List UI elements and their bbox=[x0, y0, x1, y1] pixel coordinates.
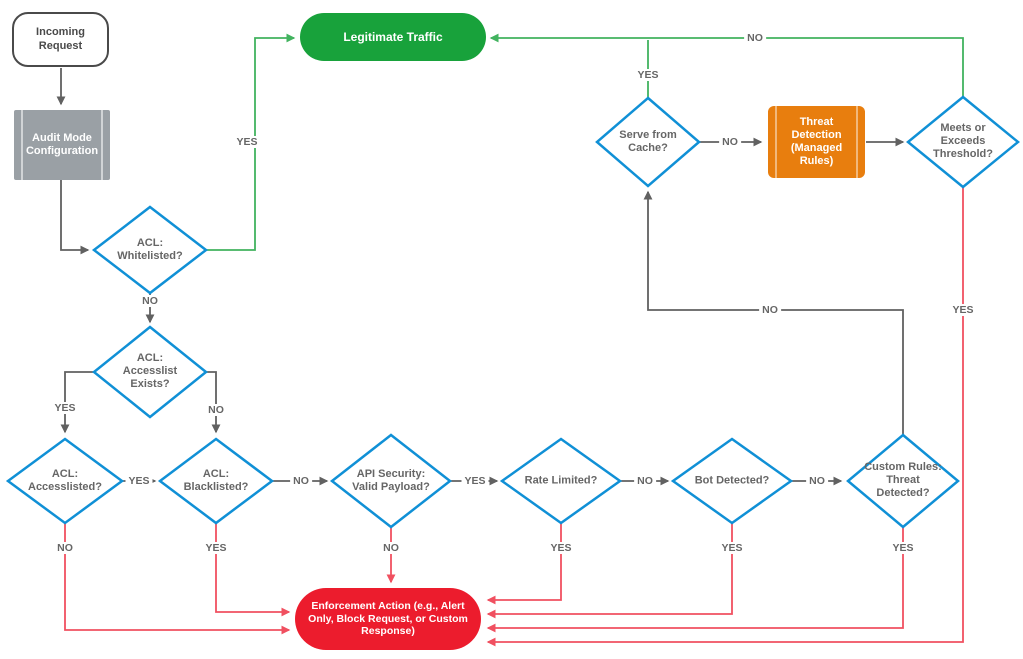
node-api-security-label: API Security: Valid Payload? bbox=[352, 467, 430, 493]
edge-label-accesslisted-yes: YES bbox=[125, 475, 153, 487]
edge-label-serve-from-cache-no: NO bbox=[719, 136, 741, 148]
diamond-meets-threshold bbox=[906, 95, 1020, 189]
edge-threshold-yes bbox=[486, 187, 964, 647]
edge-threshold-no bbox=[489, 33, 964, 97]
edge-label-custom-rules-yes: YES bbox=[889, 542, 917, 554]
edge-label-bot-detected-yes: YES bbox=[718, 542, 746, 554]
node-enforcement-action: Enforcement Action (e.g., Alert Only, Bl… bbox=[295, 588, 481, 650]
node-acl-accesslisted-label: ACL: Accesslisted? bbox=[28, 467, 102, 493]
node-meets-threshold-label: Meets or Exceeds Threshold? bbox=[933, 122, 993, 161]
edge-label-blacklisted-no: NO bbox=[290, 475, 312, 487]
edge-label-blacklisted-yes: YES bbox=[202, 542, 230, 554]
edge-label-bot-detected-no: NO bbox=[806, 475, 828, 487]
edge-rate-limited-yes bbox=[486, 523, 562, 605]
node-incoming-request-label: Incoming Request bbox=[36, 26, 85, 52]
node-legitimate-traffic-label: Legitimate Traffic bbox=[343, 29, 443, 44]
diamond-serve-from-cache bbox=[595, 96, 701, 188]
diamond-acl-accesslist-exists bbox=[92, 325, 208, 419]
edge-accesslisted-no bbox=[64, 523, 291, 635]
node-enforcement-action-label: Enforcement Action (e.g., Alert Only, Bl… bbox=[308, 600, 468, 638]
edge-blacklisted-yes bbox=[215, 523, 291, 617]
edge-accesslist-exists-no bbox=[205, 371, 221, 434]
diamond-acl-accesslisted bbox=[5, 437, 125, 525]
node-audit-mode-configuration: Audit Mode Configuration bbox=[14, 110, 110, 180]
decision-diamonds bbox=[5, 95, 1020, 529]
diamond-api-security bbox=[329, 433, 453, 529]
node-incoming-request: Incoming Request bbox=[12, 12, 109, 67]
diamond-custom-rules bbox=[846, 433, 960, 529]
node-threat-detection: Threat Detection (Managed Rules) bbox=[768, 106, 865, 178]
node-threat-detection-label: Threat Detection (Managed Rules) bbox=[790, 115, 843, 168]
edge-label-accesslist-exists-no: NO bbox=[205, 404, 227, 416]
edge-label-accesslist-exists-yes: YES bbox=[51, 402, 79, 414]
node-serve-from-cache-label: Serve from Cache? bbox=[619, 128, 677, 154]
edge-label-whitelisted-no: NO bbox=[139, 295, 161, 307]
node-custom-rules-label: Custom Rules: Threat Detected? bbox=[864, 461, 942, 500]
node-bot-detected-label: Bot Detected? bbox=[694, 474, 770, 487]
edge-label-custom-rules-no: NO bbox=[759, 304, 781, 316]
edge-label-accesslisted-no: NO bbox=[54, 542, 76, 554]
edge-label-threshold-yes: YES bbox=[949, 304, 977, 316]
diamond-bot-detected bbox=[670, 437, 794, 525]
node-legitimate-traffic: Legitimate Traffic bbox=[300, 13, 486, 61]
edge-label-threshold-no: NO bbox=[744, 32, 766, 44]
diamond-acl-whitelisted bbox=[91, 205, 209, 295]
node-rate-limited-label: Rate Limited? bbox=[524, 474, 598, 487]
node-acl-blacklisted-label: ACL: Blacklisted? bbox=[183, 467, 249, 493]
node-acl-accesslist-exists-label: ACL: Accesslist Exists? bbox=[122, 352, 178, 391]
edge-label-api-security-yes: YES bbox=[461, 475, 489, 487]
edge-label-rate-limited-no: NO bbox=[634, 475, 656, 487]
edge-label-rate-limited-yes: YES bbox=[547, 542, 575, 554]
edge-audit-to-whitelisted bbox=[60, 180, 90, 255]
edge-label-api-security-no: NO bbox=[380, 542, 402, 554]
edge-label-whitelisted-yes: YES bbox=[233, 136, 261, 148]
edge-custom-rules-yes bbox=[486, 527, 904, 633]
node-acl-whitelisted-label: ACL: Whitelisted? bbox=[117, 236, 183, 262]
edge-label-serve-from-cache-yes: YES bbox=[634, 69, 662, 81]
diamond-acl-blacklisted bbox=[157, 437, 275, 525]
diamond-rate-limited bbox=[499, 437, 623, 525]
node-audit-mode-label: Audit Mode Configuration bbox=[25, 131, 99, 157]
